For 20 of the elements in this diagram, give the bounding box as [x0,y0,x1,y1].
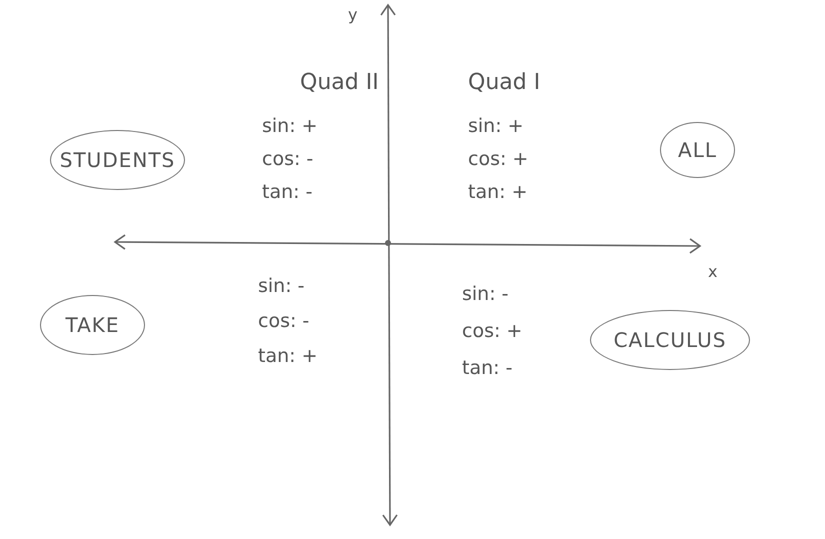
axis-label: x [708,262,718,281]
sign-note: tan: + [468,181,528,203]
quadrant-heading: Quad II [300,70,379,95]
sign-note: cos: - [262,148,314,170]
sign-note: tan: - [462,357,512,379]
circled-word: STUDENTS [50,130,185,190]
sign-note: sin: - [462,283,509,305]
sign-note: tan: + [258,345,318,367]
circled-word: TAKE [40,295,145,355]
quadrant-heading: Quad I [468,70,540,95]
sign-note: cos: + [468,148,528,170]
circled-word: ALL [660,122,735,178]
sign-note: sin: - [258,275,305,297]
sign-note: cos: - [258,310,310,332]
sign-note: cos: + [462,320,522,342]
axis-label: y [348,5,358,24]
circled-word: CALCULUS [590,310,750,370]
sign-note: sin: + [468,115,524,137]
sign-note: tan: - [262,181,312,203]
sign-note: sin: + [262,115,318,137]
